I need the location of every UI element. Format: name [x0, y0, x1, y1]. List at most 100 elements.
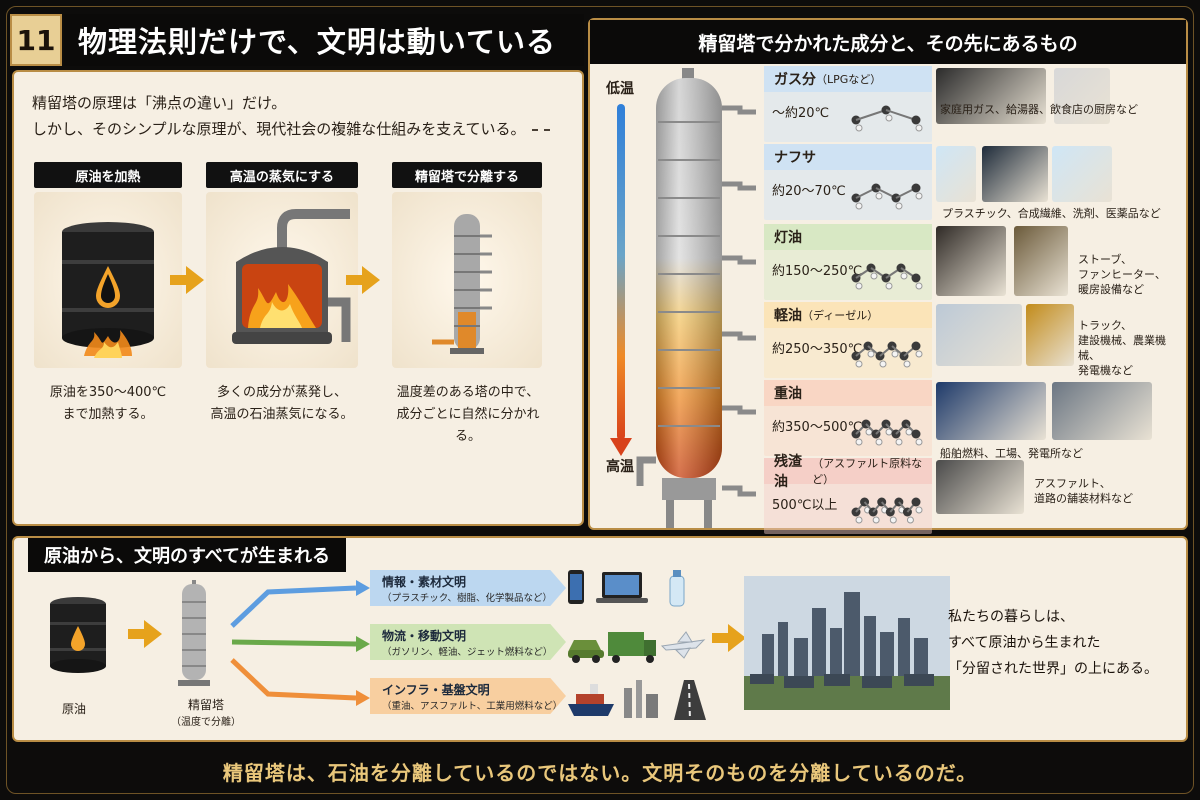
- civ-name: 情報・素材文明: [382, 575, 467, 589]
- water-heater-icon: [1054, 68, 1110, 124]
- component-temperature: 〜約20℃: [772, 106, 830, 121]
- infrastructure-civ-icons: [568, 680, 706, 721]
- component-use-line: 建設機械、農業機械、: [1078, 334, 1166, 362]
- truck-icon: [608, 632, 644, 656]
- component-name: 軽油: [774, 308, 802, 324]
- step-text-line: 多くの成分が蒸発し、: [216, 385, 347, 400]
- step-image-tower: [392, 192, 542, 368]
- step-text-heat: 原油を350〜400℃ まで加熱する。: [34, 382, 182, 426]
- component-temperature: 約20〜70℃: [772, 184, 846, 199]
- arrow-right-icon: [712, 624, 746, 652]
- plastic-bottle-icon: [936, 146, 976, 202]
- ship-icon: [568, 704, 614, 716]
- temp-low-label: 低温: [606, 81, 634, 97]
- component-temperature: 500℃以上: [772, 498, 838, 513]
- component-sublabel: （ディーゼル）: [802, 309, 879, 322]
- car-icon: [568, 640, 602, 652]
- civ-desc: （ガソリン、軽油、ジェット燃料など）: [382, 647, 553, 658]
- distillation-column-icon: [636, 68, 756, 528]
- component-sublabel: （LPGなど）: [816, 73, 882, 86]
- intro-text: 精留塔の原理は「沸点の違い」だけ。 しかし、そのシンプルな原理が、現代社会の複雑…: [32, 90, 550, 142]
- section-number: 11: [10, 14, 62, 66]
- molecule-icon: [851, 497, 923, 524]
- component-temperature: 約150〜250℃: [772, 264, 863, 279]
- component-uses: プラスチック、合成繊維、洗剤、医薬品など: [942, 206, 1161, 221]
- step-text-line: まで加熱する。: [62, 407, 154, 422]
- footer-message: 精留塔は、石油を分離しているのではない。文明そのものを分離しているのだ。: [222, 760, 978, 785]
- temperature-gradient-arrow: [610, 104, 632, 456]
- component-uses: 船舶燃料、工場、発電所など: [940, 446, 1083, 461]
- factory-icon: [624, 688, 632, 718]
- tower-label: 精留塔: [187, 698, 224, 712]
- dashed-connector: [531, 128, 550, 131]
- component-label: ガス分（LPGなど）: [764, 66, 932, 92]
- step-text-line: 原油を350〜400℃: [49, 385, 167, 400]
- component-uses: トラック、建設機械、農業機械、発電機など: [1078, 318, 1186, 378]
- step-image-barrel: [34, 192, 182, 368]
- conclusion-line: 私たちの暮らしは、: [948, 609, 1074, 625]
- arrow-right-icon: [346, 266, 380, 294]
- logistics-civ-icons: [568, 631, 706, 663]
- oil-barrel-icon: [50, 597, 106, 673]
- component-name: 灯油: [774, 230, 802, 246]
- molecule-icon: [851, 263, 923, 290]
- temp-high-label: 高温: [606, 459, 634, 475]
- ship-icon: [936, 382, 1046, 440]
- component-label: 残渣油 （アスファルト原料など）: [764, 454, 932, 490]
- step-label-heat: 原油を加熱: [34, 162, 182, 188]
- step-text-line: 高温の石油蒸気になる。: [210, 407, 354, 422]
- component-use-line: 暖房設備など: [1078, 283, 1144, 296]
- civ-tag-infrastructure: インフラ・基盤文明 （重油、アスファルト、工業用燃料など）: [370, 678, 566, 714]
- components-panel: 精留塔で分かれた成分と、その先にあるもの 低温 高温: [588, 18, 1188, 534]
- civilization-panel: 原油 精留塔 （温度で分離） 情報・素材文明 （プラスチック、樹脂、化学製品など…: [12, 536, 1188, 742]
- component-use-line: トラック、: [1078, 319, 1133, 332]
- component-use-line: 船舶燃料、工場、発電所など: [940, 447, 1083, 460]
- civ-tag-logistics: 物流・移動文明 （ガソリン、軽油、ジェット燃料など）: [370, 624, 566, 660]
- page-title: 物理法則だけで、文明は動いている: [64, 14, 584, 66]
- civ-name: 物流・移動文明: [382, 629, 467, 643]
- excavator-icon: [1026, 304, 1074, 366]
- conclusion-line: 「分留された世界」の上にある。: [948, 661, 1158, 677]
- conclusion-line: すべて原油から生まれた: [948, 635, 1101, 651]
- road-icon: [936, 460, 1024, 514]
- component-label: 軽油（ディーゼル）: [764, 302, 932, 328]
- gas-stove-icon: [936, 68, 1046, 124]
- civ-desc: （プラスチック、樹脂、化学製品など）: [382, 593, 552, 604]
- truck-icon: [936, 304, 1022, 366]
- component-use-line: 道路の舗装材料など: [1034, 492, 1133, 505]
- step-label-separate: 精留塔で分離する: [392, 162, 542, 188]
- factory-icon: [1052, 382, 1152, 440]
- component-use-line: 発電機など: [1078, 364, 1133, 377]
- civ-tag-info: 情報・素材文明 （プラスチック、樹脂、化学製品など）: [370, 570, 566, 606]
- molecule-icon: [851, 183, 923, 210]
- components-panel-title: 精留塔で分かれた成分と、その先にあるもの: [590, 20, 1186, 64]
- info-civ-icons: [568, 570, 685, 607]
- component-name: ガス分: [774, 72, 816, 88]
- kerosene-heater-icon: [936, 226, 1006, 296]
- component-use-line: ストーブ、: [1078, 253, 1133, 266]
- step-text-vapor: 多くの成分が蒸発し、 高温の石油蒸気になる。: [206, 382, 358, 426]
- step-text-separate: 温度差のある塔の中で、 成分ごとに自然に分かれる。: [388, 382, 548, 448]
- arrow-right-icon: [128, 620, 162, 648]
- city-skyline-image: [744, 576, 950, 710]
- component-use-line: 家庭用ガス、給湯器、飲食店の厨房など: [940, 103, 1138, 116]
- barrel-label: 原油: [62, 702, 87, 716]
- road-icon: [674, 680, 706, 720]
- distillation-tower-icon: [178, 580, 210, 686]
- outer-frame: [6, 6, 1194, 794]
- plastic-bottle-icon: [669, 575, 685, 607]
- component-name: 残渣油: [774, 454, 802, 490]
- distillation-tower-icon: [432, 214, 492, 354]
- tower-caption: 精留塔 （温度で分離）: [166, 696, 246, 728]
- arrow-right-icon: [170, 266, 204, 294]
- airplane-icon: [660, 631, 706, 659]
- component-label: 重油: [764, 380, 932, 406]
- civ-name: インフラ・基盤文明: [382, 683, 490, 697]
- component-uses: アスファルト、道路の舗装材料など: [1034, 476, 1133, 506]
- component-sublabel: （アスファルト原料など）: [812, 457, 923, 486]
- intro-line-2: しかし、そのシンプルな原理が、現代社会の複雑な仕組みを支えている。: [32, 120, 526, 138]
- boiler-icon: [232, 209, 351, 344]
- civ-desc: （重油、アスファルト、工業用燃料など）: [382, 701, 563, 712]
- tower-sublabel: （温度で分離）: [171, 717, 241, 728]
- component-name: 重油: [774, 386, 802, 402]
